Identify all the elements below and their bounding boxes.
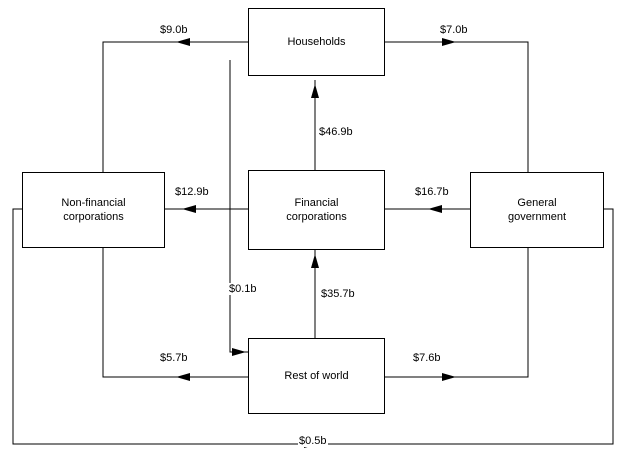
arrowhead-households-to-government	[442, 38, 456, 46]
flow-label-financial-to-households: $46.9b	[318, 126, 354, 138]
flow-label-government-to-financial: $16.7b	[414, 186, 450, 198]
node-households-label: Households	[287, 36, 346, 48]
node-general-government-label: General government	[507, 197, 567, 223]
arrowhead-restofworld-to-financial	[311, 254, 319, 268]
node-financial-corporations[interactable]: Financial corporations	[248, 170, 385, 250]
wire-restofworld-to-government	[385, 248, 529, 378]
arrowhead-financial-to-households	[311, 84, 319, 98]
arrowhead-government-to-financial	[428, 205, 442, 213]
wire-households-to-government	[385, 41, 529, 172]
arrowhead-financial-to-nonfinancial	[182, 205, 196, 213]
node-nonfinancial-corporations[interactable]: Non-financial corporations	[22, 172, 165, 248]
node-rest-of-world[interactable]: Rest of world	[248, 338, 385, 414]
arrowhead-households-to-nonfinancial	[176, 38, 190, 46]
flow-label-restofworld-to-financial: $35.7b	[320, 288, 356, 300]
flow-label-restofworld-to-government: $7.6b	[412, 352, 442, 364]
node-rest-of-world-label: Rest of world	[284, 370, 349, 382]
flow-label-restofworld-to-nonfinancial: $5.7b	[159, 352, 189, 364]
node-households[interactable]: Households	[248, 8, 385, 76]
node-general-government[interactable]: General government	[470, 172, 604, 248]
flow-label-financial-to-nonfinancial: $12.9b	[174, 186, 210, 198]
arrowhead-households-to-restofworld	[232, 348, 246, 356]
node-nonfinancial-corporations-label: Non-financial corporations	[61, 197, 126, 223]
arrowhead-restofworld-to-government	[442, 373, 456, 381]
wire-restofworld-to-nonfinancial	[102, 248, 248, 378]
flow-label-households-to-nonfinancial: $9.0b	[159, 24, 189, 36]
flow-label-government-to-nonfinancial: $0.5b	[298, 435, 328, 447]
flow-label-households-to-government: $7.0b	[439, 24, 469, 36]
arrowhead-restofworld-to-nonfinancial	[176, 373, 190, 381]
wire-households-to-nonfinancial	[102, 41, 248, 172]
flow-label-households-to-restofworld: $0.1b	[228, 283, 258, 295]
node-financial-corporations-label: Financial corporations	[286, 197, 347, 223]
wire-households-to-restofworld	[229, 60, 248, 353]
